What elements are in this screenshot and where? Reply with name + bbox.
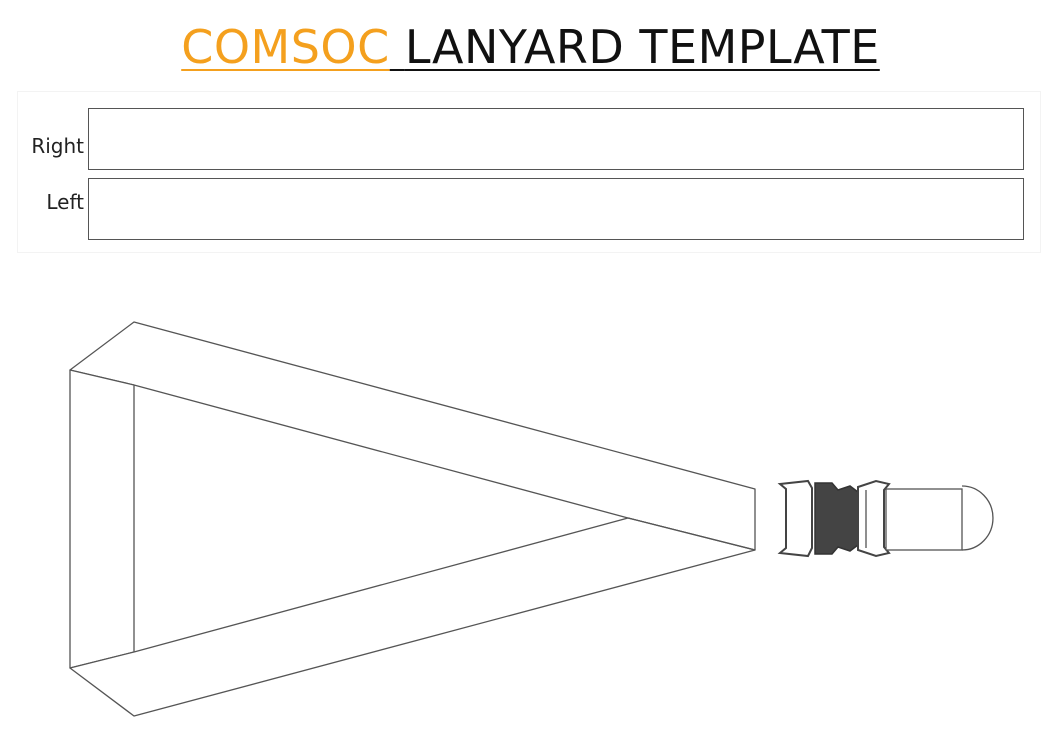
lanyard-strap xyxy=(69,321,756,717)
strap-lower-band xyxy=(69,517,756,717)
strip-template-area: Right Left xyxy=(18,92,1040,252)
keyring-assembly xyxy=(885,485,994,551)
strap-upper-band xyxy=(69,321,756,551)
buckle-clip-body xyxy=(814,482,859,555)
strap-left-band xyxy=(69,369,135,669)
strap-overlap-line xyxy=(627,517,756,551)
strip-label-left: Left xyxy=(46,190,84,214)
title-accent: COMSOC xyxy=(181,20,390,74)
buckle-female-frame xyxy=(777,479,813,558)
title-main: LANYARD TEMPLATE xyxy=(404,20,880,74)
strip-box-right[interactable] xyxy=(88,108,1024,170)
buckle xyxy=(777,479,891,558)
buckle-male-frame xyxy=(857,479,891,558)
keyring-tab xyxy=(885,488,963,551)
strip-label-right: Right xyxy=(31,134,84,158)
split-ring xyxy=(961,485,994,551)
page-title: COMSOC LANYARD TEMPLATE xyxy=(0,18,1061,76)
strip-box-left[interactable] xyxy=(88,178,1024,240)
